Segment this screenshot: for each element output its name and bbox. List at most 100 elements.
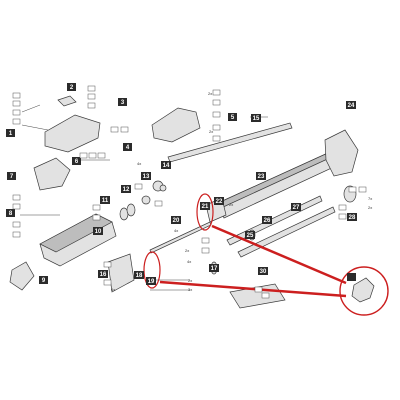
svg-text:5: 5 [231, 115, 235, 121]
part-code-boxes [12, 85, 367, 299]
part-11-washer-b [126, 203, 136, 217]
code-box [120, 126, 129, 133]
qty-mark: 7x [368, 196, 372, 201]
svg-text:3: 3 [121, 100, 125, 106]
svg-text:2: 2 [70, 85, 74, 91]
label-26: 26 [262, 216, 272, 224]
label-16: 16 [98, 270, 108, 278]
code-box [92, 214, 101, 221]
label-10: 10 [93, 227, 103, 235]
svg-text:12: 12 [123, 187, 130, 193]
part-14-gear [159, 184, 167, 192]
label-19: 19 [146, 277, 156, 285]
label-5: 5 [228, 113, 237, 121]
code-box [12, 203, 21, 210]
code-box [12, 118, 21, 125]
part-4-mechanism [151, 107, 201, 143]
code-box [87, 102, 96, 109]
label-2: 2 [67, 83, 76, 91]
svg-text:6: 6 [75, 159, 79, 165]
code-box [12, 221, 21, 228]
part-6-cover [44, 114, 101, 153]
code-box [12, 231, 21, 238]
code-box [201, 237, 210, 244]
label-14: 14 [161, 161, 171, 169]
code-box [338, 204, 347, 211]
code-box [92, 204, 101, 211]
code-box [103, 261, 112, 268]
leader-line [21, 124, 49, 131]
qty-mark: 2x [208, 91, 212, 96]
label-8: 8 [6, 209, 15, 217]
svg-text:15: 15 [253, 116, 260, 122]
label-25: 25 [245, 231, 255, 239]
svg-text:18: 18 [136, 273, 143, 279]
code-box [261, 292, 270, 299]
label-1: 1 [6, 129, 15, 137]
label-20: 20 [171, 216, 181, 224]
part-12-knob [141, 195, 151, 205]
label-21: 21 [200, 202, 210, 210]
qty-mark: 2x [185, 248, 189, 253]
code-box [87, 85, 96, 92]
code-box [212, 111, 221, 118]
code-box [338, 213, 347, 220]
label-7: 7 [7, 172, 16, 180]
qty-mark: 4x [187, 259, 191, 264]
label-22: 22 [214, 197, 224, 205]
code-box [12, 109, 21, 116]
label-4: 4 [123, 143, 132, 151]
label-24: 24 [346, 101, 356, 109]
highlight-callout [143, 193, 389, 316]
svg-text:22: 22 [216, 199, 223, 205]
svg-text:21: 21 [202, 204, 209, 210]
label-28: 28 [347, 213, 357, 221]
svg-text:4: 4 [126, 145, 130, 151]
label-18: 18 [134, 271, 144, 279]
code-box [134, 183, 143, 190]
svg-text:24: 24 [348, 103, 355, 109]
svg-text:26: 26 [264, 218, 271, 224]
part-9-housing-top [39, 213, 113, 253]
part-2-plate [57, 95, 77, 107]
code-box [212, 124, 221, 131]
code-box [79, 152, 88, 159]
svg-text:17: 17 [211, 266, 218, 272]
label-9: 9 [39, 276, 48, 284]
svg-text:27: 27 [293, 205, 300, 211]
svg-text:16: 16 [100, 272, 107, 278]
highlight-detail-circle [339, 266, 389, 316]
code-box [12, 194, 21, 201]
code-box [201, 247, 210, 254]
label-11: 11 [100, 196, 110, 204]
label-17: 17 [209, 264, 219, 272]
highlight-line-upper [211, 224, 347, 285]
code-box [348, 186, 357, 193]
svg-text:7: 7 [10, 174, 14, 180]
code-box [212, 99, 221, 106]
qty-mark: 2x [229, 202, 233, 207]
svg-text:20: 20 [173, 218, 180, 224]
leader-line [21, 104, 41, 113]
label-23: 23 [256, 172, 266, 180]
svg-text:9: 9 [42, 278, 46, 284]
part-9-bracket [9, 261, 35, 291]
highlight-ring-19 [143, 251, 161, 289]
qty-mark: 3x [188, 287, 192, 292]
detail-part-icon [351, 277, 375, 303]
svg-text:13: 13 [143, 174, 150, 180]
svg-text:14: 14 [163, 163, 170, 169]
svg-text:11: 11 [102, 198, 109, 204]
svg-text:23: 23 [258, 174, 265, 180]
code-box [154, 200, 163, 207]
svg-text:25: 25 [247, 233, 254, 239]
code-box [358, 186, 367, 193]
code-box [97, 152, 106, 159]
code-box [87, 93, 96, 100]
svg-text:19: 19 [148, 279, 155, 285]
qty-mark: 2x [188, 278, 192, 283]
svg-text:10: 10 [95, 229, 102, 235]
label-27: 27 [291, 203, 301, 211]
part-7-motor [33, 157, 71, 191]
